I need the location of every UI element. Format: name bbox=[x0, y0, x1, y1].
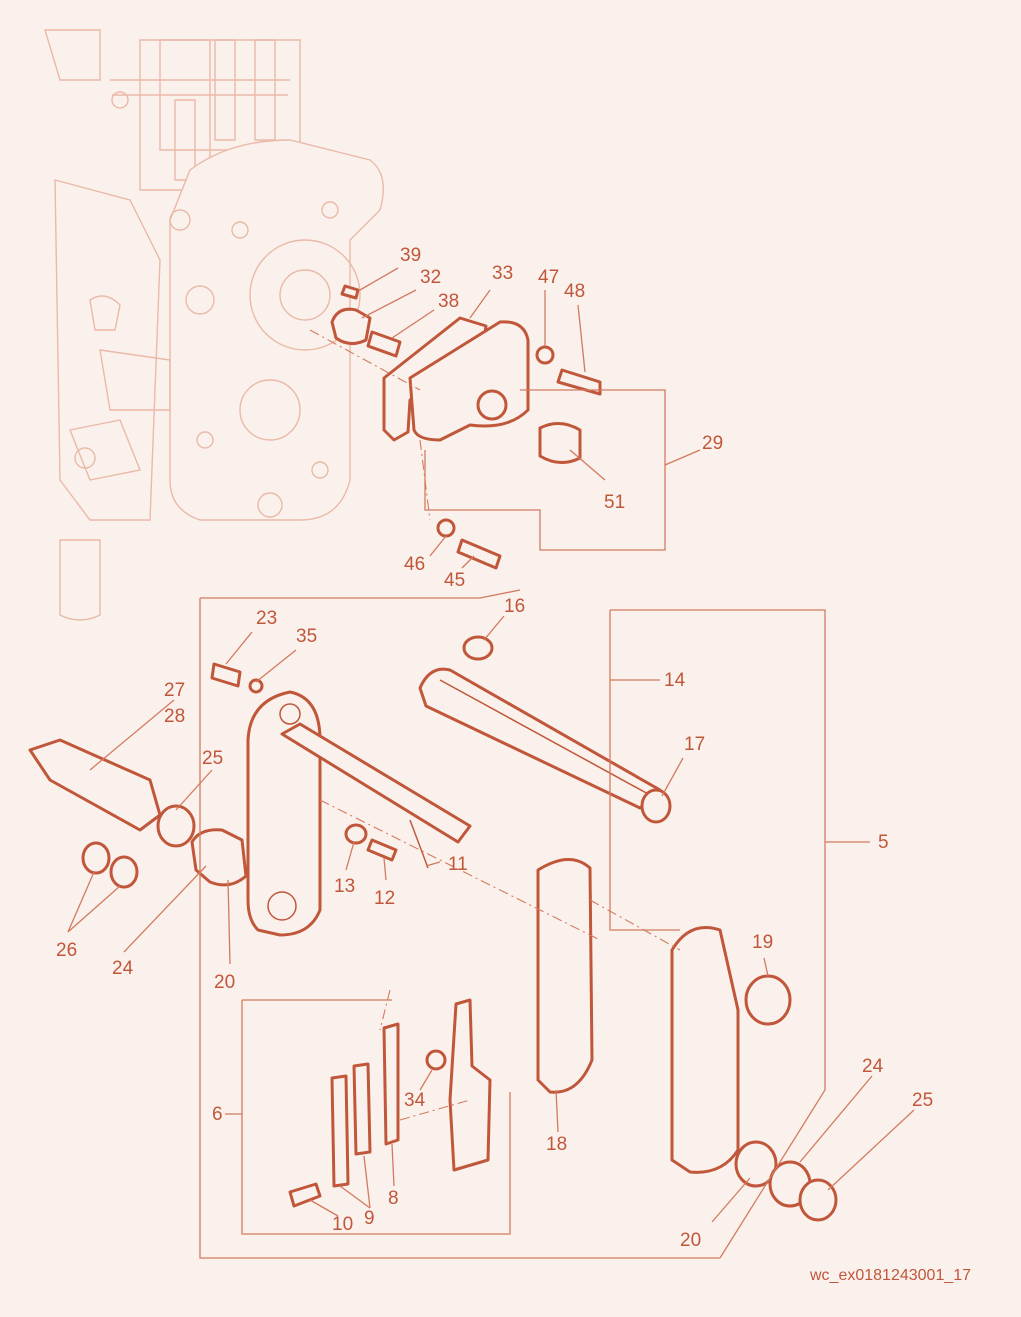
callout-labels: 39 32 38 33 47 48 29 51 46 45 23 35 16 1… bbox=[56, 245, 933, 1251]
callout-32: 32 bbox=[420, 267, 441, 288]
callout-46: 46 bbox=[404, 554, 425, 575]
callout-17: 17 bbox=[684, 734, 705, 755]
callout-26: 26 bbox=[56, 940, 77, 961]
engine-housing-background bbox=[44, 29, 384, 621]
callout-27: 27 bbox=[164, 680, 185, 701]
callout-9: 9 bbox=[364, 1208, 375, 1229]
callout-51: 51 bbox=[604, 492, 625, 513]
callout-24-right: 24 bbox=[862, 1056, 884, 1077]
callout-29: 29 bbox=[702, 433, 723, 454]
callout-48: 48 bbox=[564, 281, 585, 302]
callout-47: 47 bbox=[538, 267, 559, 288]
diagram-reference-code: wc_ex0181243001_17 bbox=[809, 1267, 971, 1284]
callout-14: 14 bbox=[664, 670, 686, 691]
callout-39: 39 bbox=[400, 245, 421, 266]
callout-20-right: 20 bbox=[680, 1230, 701, 1251]
callout-11: 11 bbox=[448, 854, 468, 875]
callout-20-left: 20 bbox=[214, 972, 235, 993]
callout-24-left: 24 bbox=[112, 958, 134, 979]
leader-lines bbox=[67, 267, 915, 1259]
callout-25-right: 25 bbox=[912, 1090, 933, 1111]
callout-28: 28 bbox=[164, 706, 185, 727]
callout-45: 45 bbox=[444, 570, 465, 591]
callout-16: 16 bbox=[504, 596, 525, 617]
callout-25-upper: 25 bbox=[202, 748, 223, 769]
callout-19: 19 bbox=[752, 932, 773, 953]
callout-18: 18 bbox=[546, 1134, 567, 1155]
callout-12: 12 bbox=[374, 888, 395, 909]
callout-6: 6 bbox=[212, 1104, 223, 1125]
callout-34: 34 bbox=[404, 1090, 426, 1111]
callout-23: 23 bbox=[256, 608, 277, 629]
callout-10: 10 bbox=[332, 1214, 353, 1235]
cover-assembly bbox=[330, 284, 602, 570]
callout-8: 8 bbox=[388, 1188, 399, 1209]
gear-shaft-assembly bbox=[28, 635, 838, 1222]
callout-5: 5 bbox=[878, 832, 889, 853]
callout-35: 35 bbox=[296, 626, 317, 647]
callout-13: 13 bbox=[334, 876, 355, 897]
callout-38: 38 bbox=[438, 291, 459, 312]
callout-33: 33 bbox=[492, 263, 513, 284]
